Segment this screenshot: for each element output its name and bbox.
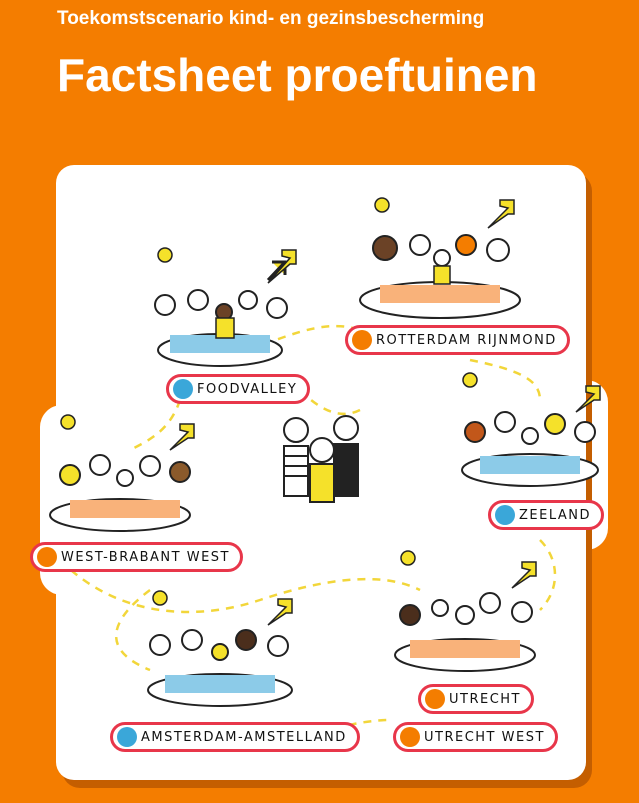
region-label: UTRECHT xyxy=(449,691,521,707)
group-utrecht xyxy=(394,550,537,672)
path-rotterdam-zeeland xyxy=(469,358,542,401)
orange-dot-icon xyxy=(400,727,420,747)
path-westbrabant-utrecht xyxy=(59,559,421,614)
page-title: Factsheet proeftuinen xyxy=(57,49,538,101)
region-pill-zeeland[interactable]: ZEELAND xyxy=(488,500,605,530)
region-pill-utrecht[interactable]: UTRECHT xyxy=(418,684,534,714)
group-amsterdam xyxy=(147,590,293,707)
region-pill-westbrabant[interactable]: WEST-BRABANT WEST xyxy=(30,542,243,572)
path-zeeland-utrecht xyxy=(539,539,557,611)
orange-dot-icon xyxy=(37,547,57,567)
region-pill-utrecht-west[interactable]: UTRECHT WEST xyxy=(393,722,558,752)
group-foodvalley xyxy=(154,247,297,367)
orange-dot-icon xyxy=(425,689,445,709)
group-center-family xyxy=(283,415,359,503)
blue-dot-icon xyxy=(117,727,137,747)
group-westbrabant xyxy=(49,414,195,532)
region-label: AMSTERDAM-AMSTELLAND xyxy=(141,729,347,745)
orange-dot-icon xyxy=(352,330,372,350)
blue-dot-icon xyxy=(495,505,515,525)
subtitle: Toekomstscenario kind- en gezinsbescherm… xyxy=(57,8,485,29)
path-foodvalley-westbrabant xyxy=(129,399,182,452)
region-label: UTRECHT WEST xyxy=(424,729,545,745)
path-westbrabant-amsterdam xyxy=(115,589,151,672)
region-pill-amsterdam[interactable]: AMSTERDAM-AMSTELLAND xyxy=(110,722,360,752)
region-pill-rotterdam[interactable]: ROTTERDAM RIJNMOND xyxy=(345,325,570,355)
group-zeeland xyxy=(461,372,601,487)
region-label: ROTTERDAM RIJNMOND xyxy=(376,332,557,348)
region-label: FOODVALLEY xyxy=(197,381,298,397)
group-rotterdam xyxy=(359,197,521,319)
blue-dot-icon xyxy=(173,379,193,399)
region-label: ZEELAND xyxy=(519,507,592,523)
region-label: WEST-BRABANT WEST xyxy=(61,549,230,565)
region-pill-foodvalley[interactable]: FOODVALLEY xyxy=(166,374,311,404)
